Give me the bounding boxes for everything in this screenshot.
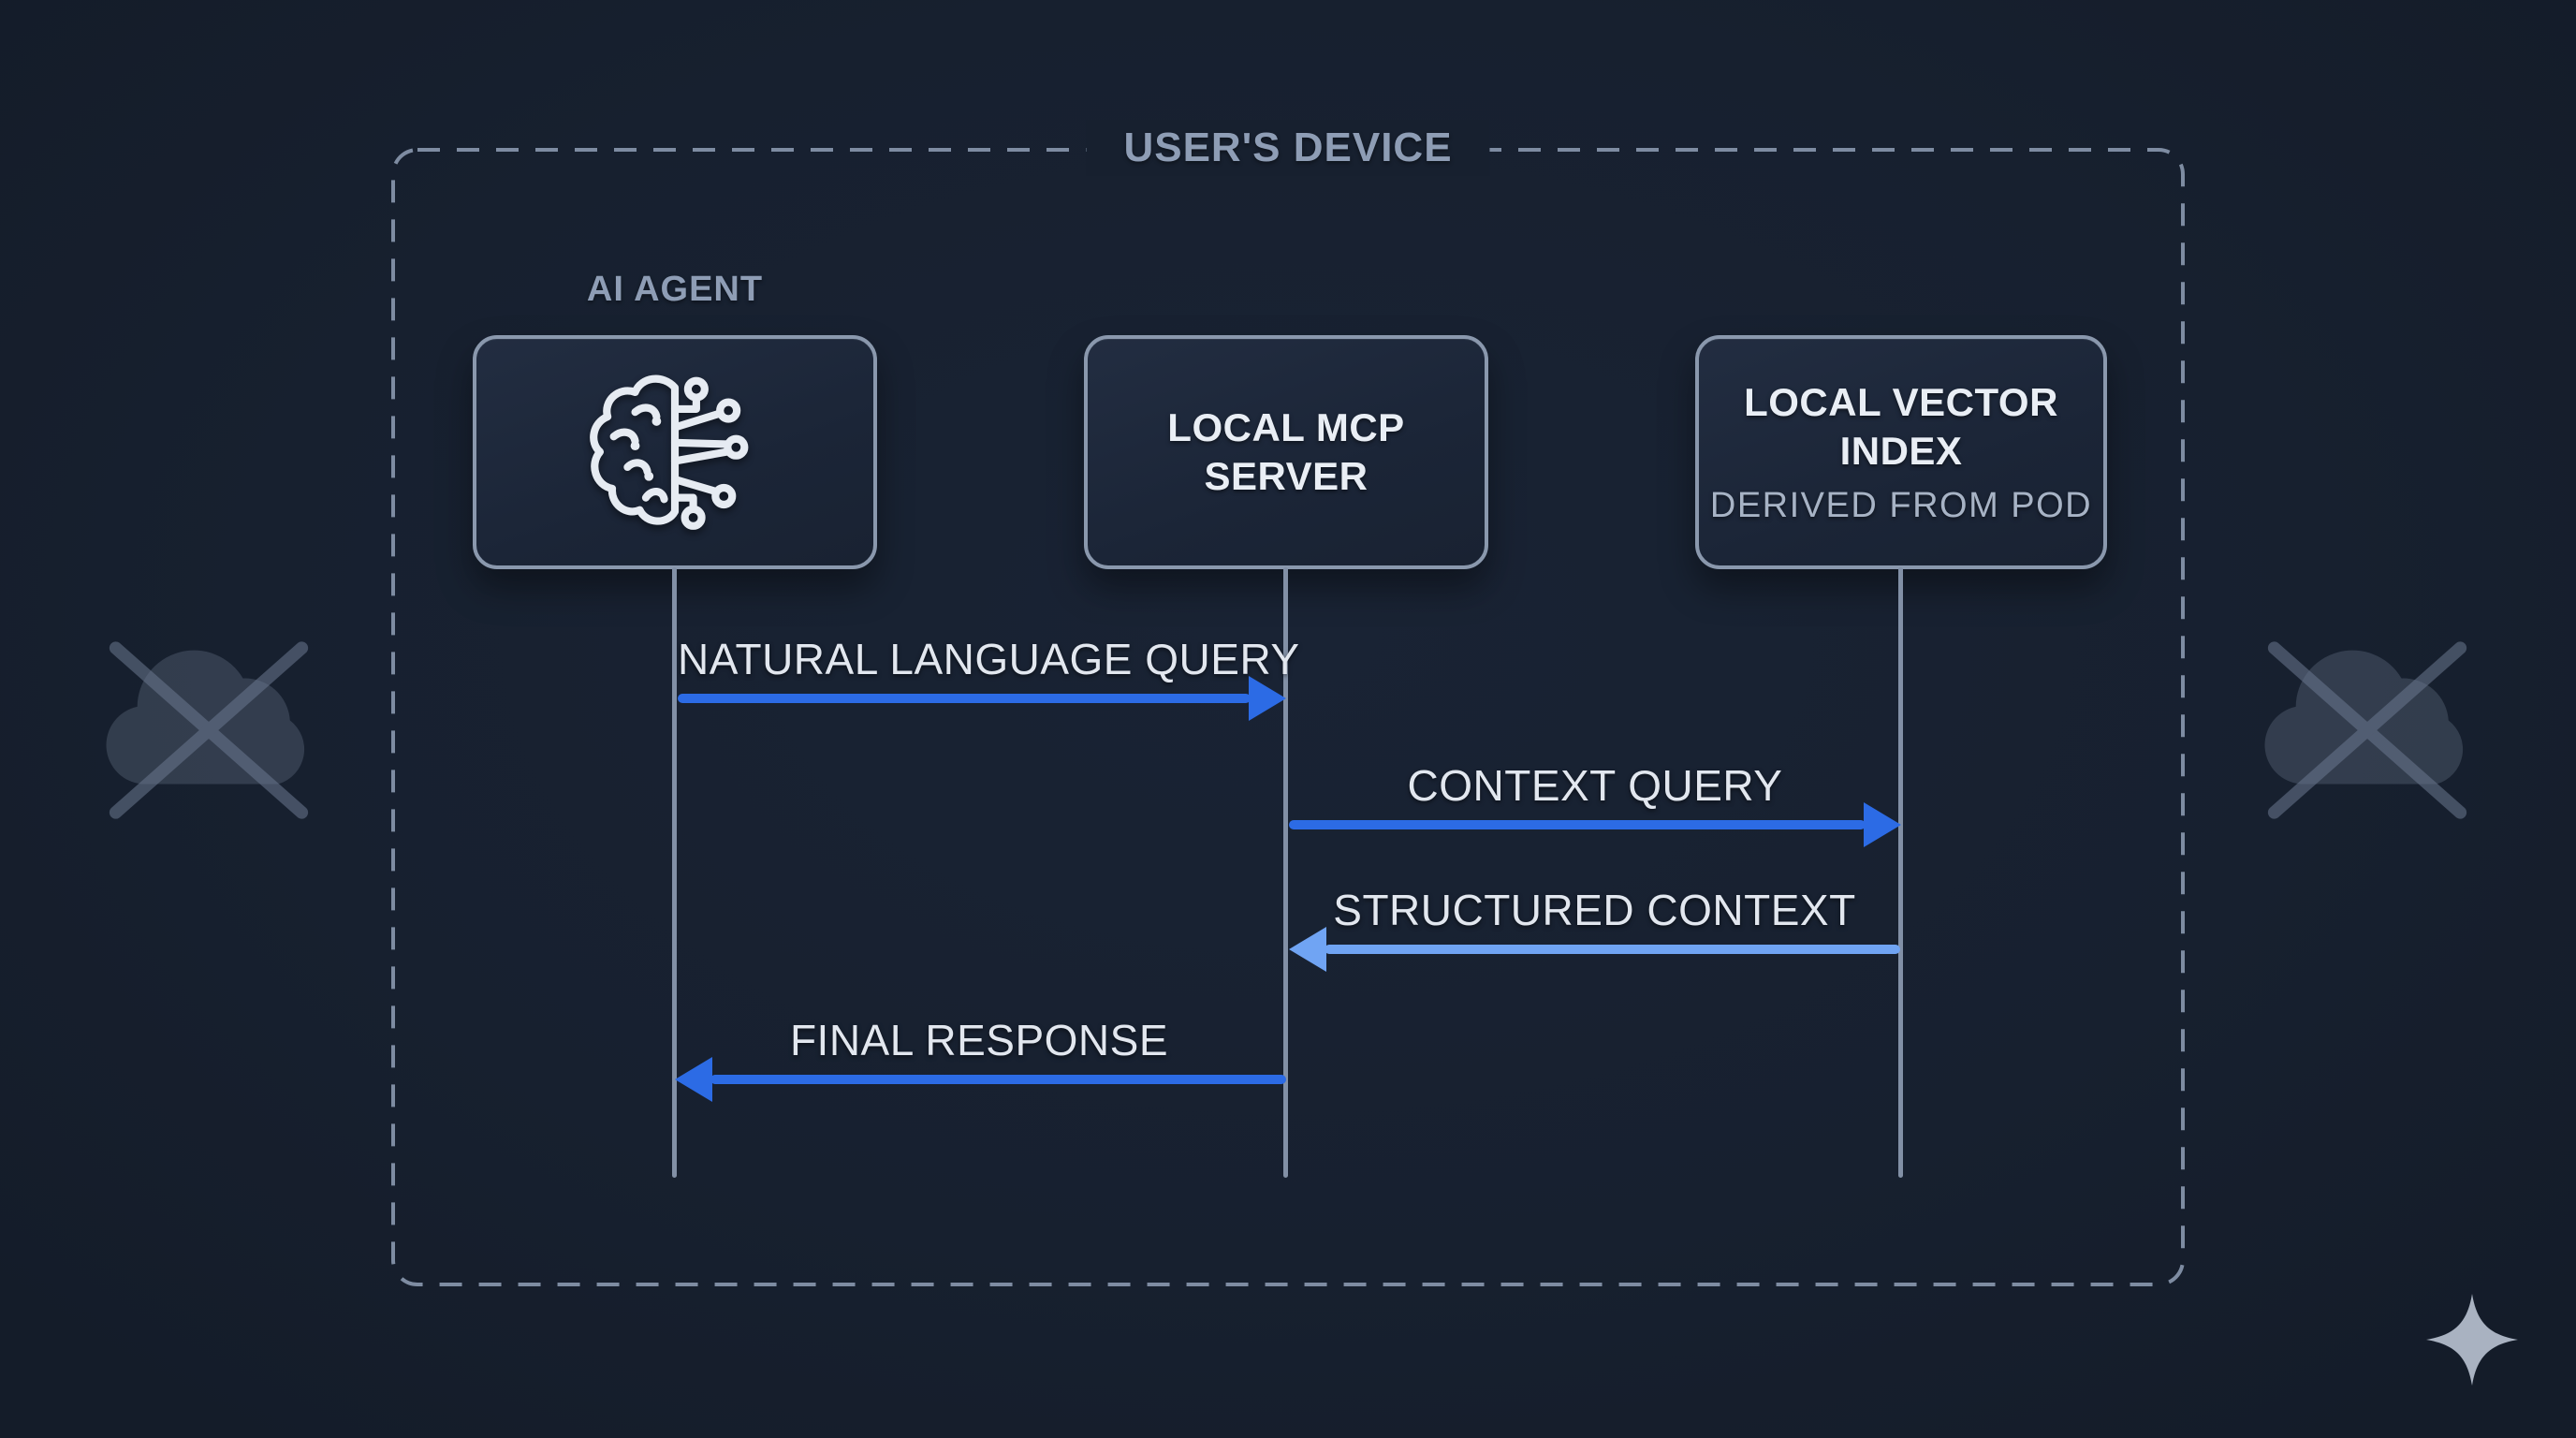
ai-agent-label: AI AGENT: [586, 270, 764, 309]
users-device-frame: USER'S DEVICE: [391, 120, 2185, 1286]
node-local-mcp-server: LOCAL MCP SERVER: [1084, 335, 1488, 569]
frame-title: USER'S DEVICE: [1086, 120, 1490, 176]
arrow-line: [1289, 820, 1866, 829]
arrow-line: [678, 694, 1251, 703]
message-label: CONTEXT QUERY: [1407, 761, 1783, 810]
node-title: LOCAL VECTOR INDEX: [1744, 380, 2058, 473]
message-label: STRUCTURED CONTEXT: [1333, 886, 1856, 934]
arrow-head-left-icon: [675, 1057, 712, 1102]
message-label: NATURAL LANGUAGE QUERY: [678, 635, 1300, 683]
arrow-line: [710, 1075, 1286, 1084]
arrow-head-right-icon: [1249, 676, 1286, 721]
lifeline-mcp-server: [1283, 567, 1288, 1178]
sparkle-icon: [2424, 1292, 2520, 1387]
lifeline-vector-index: [1898, 567, 1903, 1178]
node-local-vector-index: LOCAL VECTOR INDEX DERIVED FROM POD: [1695, 335, 2107, 569]
node-subtitle: DERIVED FROM POD: [1709, 486, 2093, 525]
node-ai-agent: [473, 335, 877, 569]
message-label: FINAL RESPONSE: [789, 1016, 1169, 1064]
arrow-head-left-icon: [1289, 927, 1326, 972]
lifeline-ai-agent: [672, 567, 677, 1178]
brain-circuit-icon: [583, 366, 767, 539]
no-cloud-icon: [2245, 623, 2490, 838]
no-cloud-icon: [86, 623, 331, 838]
arrow-line: [1325, 945, 1900, 954]
node-title: LOCAL MCP SERVER: [1167, 405, 1405, 498]
arrow-head-right-icon: [1864, 802, 1901, 847]
dashed-border: [391, 148, 2185, 1286]
